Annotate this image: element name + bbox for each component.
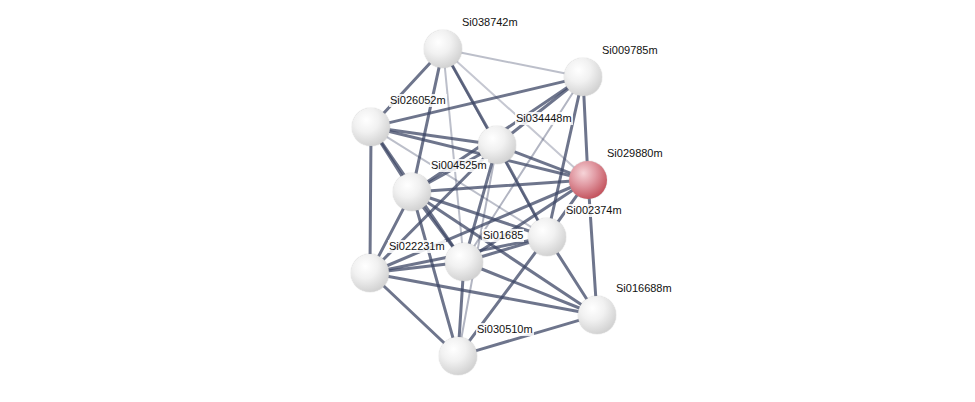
interaction-edge <box>369 146 373 254</box>
node-label: Si034448m <box>515 112 573 125</box>
protein-node: Si022231m <box>351 254 389 292</box>
protein-node: Si009785m <box>564 58 602 96</box>
protein-node: Si004525m <box>393 173 431 211</box>
interaction-edge <box>384 286 444 343</box>
interaction-edge <box>476 320 579 350</box>
interaction-edge <box>512 89 568 133</box>
protein-node: Si002374m <box>528 218 566 256</box>
interaction-edge <box>462 53 565 74</box>
interaction-edge <box>515 152 571 173</box>
node-label: Si01685 <box>482 229 524 242</box>
node-label: Si016688m <box>615 282 673 295</box>
node-label: Si022231m <box>388 240 446 253</box>
node-label: Si030510m <box>476 323 534 336</box>
interaction-edge <box>417 210 453 337</box>
protein-node: Si029880m <box>569 161 607 199</box>
node-label: Si026052m <box>389 94 447 107</box>
interaction-edge <box>557 253 586 299</box>
node-label: Si029880m <box>606 147 664 160</box>
interaction-edge <box>389 277 579 312</box>
protein-node: Si016688m <box>578 296 616 334</box>
node-label: Si002374m <box>565 204 623 217</box>
protein-node: Si030510m <box>439 337 477 375</box>
interaction-edge <box>452 66 538 221</box>
interaction-edge <box>584 96 587 161</box>
protein-node: Si026052m <box>352 108 390 146</box>
interaction-edge <box>431 181 569 190</box>
node-label: Si004525m <box>430 159 488 172</box>
protein-node: Si01685 <box>445 243 483 281</box>
node-label: Si009785m <box>601 44 659 57</box>
protein-node: Si038742m <box>424 30 462 68</box>
interaction-edge <box>389 264 445 271</box>
node-label: Si038742m <box>461 16 519 29</box>
